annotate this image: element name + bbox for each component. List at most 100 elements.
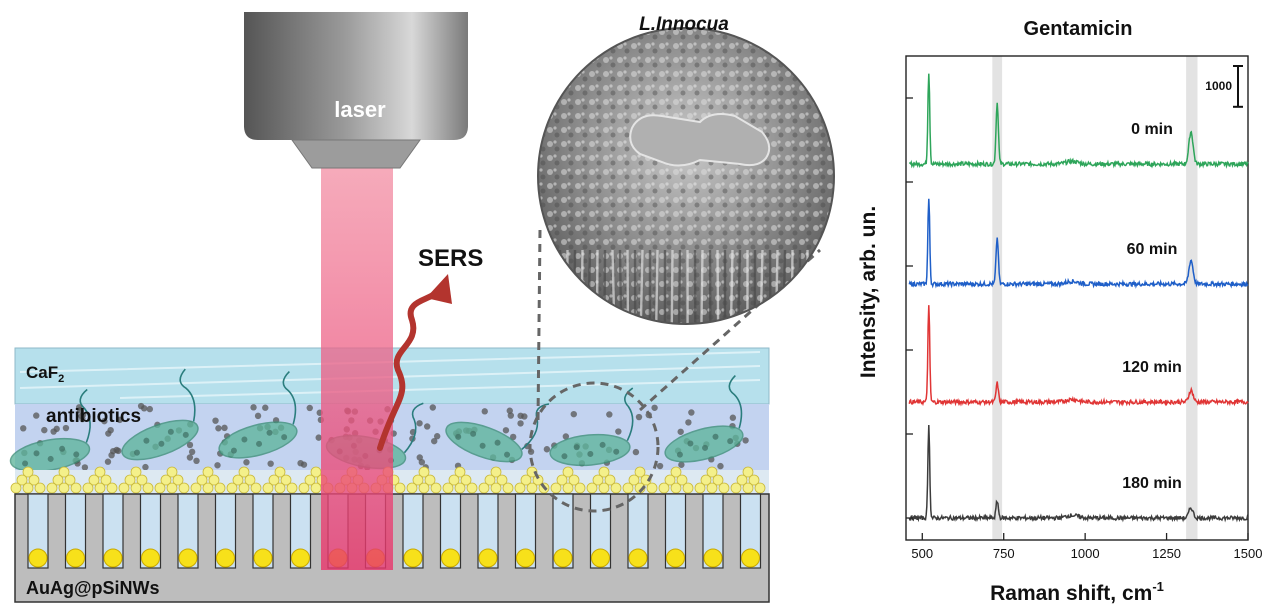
gold-nanoparticle: [28, 548, 48, 568]
bacterium: [549, 387, 634, 467]
antibiotic-molecule: [104, 458, 112, 465]
antibiotic-molecule: [481, 408, 488, 415]
x-tick-label: 1000: [1071, 546, 1100, 561]
gold-nanoparticle: [628, 548, 648, 568]
series-line: [908, 424, 1249, 523]
antibiotic-molecule: [562, 433, 570, 440]
antibiotic-molecule: [688, 409, 695, 416]
nanoparticle-cluster: [694, 466, 730, 494]
nanowire-gap: [477, 493, 499, 569]
nanoparticle-cluster: [10, 466, 46, 494]
chart-title: Gentamicin: [1024, 18, 1133, 40]
gold-nanoparticle: [478, 548, 498, 568]
scale-bar-label: 1000: [1205, 79, 1232, 93]
antibiotic-molecule: [53, 425, 60, 433]
antibiotic-molecule: [137, 402, 145, 410]
antibiotic-molecule: [423, 423, 431, 430]
nanowire-gap: [739, 493, 762, 569]
antibiotic-molecule: [717, 462, 724, 470]
antibiotic-molecule: [729, 414, 737, 421]
nanowire-gap: [27, 493, 49, 569]
y-axis-label: Intensity, arb. un.: [857, 206, 880, 378]
antibiotic-molecule: [418, 458, 426, 466]
nanoparticle-cluster: [442, 466, 478, 494]
nanoparticle-cluster: [82, 466, 118, 494]
antibiotic-molecule: [62, 424, 70, 432]
antibiotic-molecule: [186, 441, 194, 449]
x-tick-label: 500: [911, 546, 933, 561]
series-label: 120 min: [1122, 359, 1182, 376]
scale-bar: 1000: [1205, 65, 1243, 108]
nanowire-gap: [664, 493, 687, 569]
antibiotic-molecule: [41, 426, 48, 434]
antibiotic-molecule: [297, 459, 304, 467]
nanowire-gap: [252, 493, 274, 569]
nanowire-gap: [64, 493, 87, 569]
plot-frame: [905, 55, 1249, 541]
gold-nanoparticle: [516, 548, 535, 568]
antibiotic-molecule: [416, 420, 423, 427]
antibiotic-molecule: [306, 404, 313, 412]
gold-nanoparticle: [703, 548, 723, 568]
highlight-band: [1186, 56, 1198, 540]
antibiotic-molecule: [632, 448, 640, 456]
antibiotic-molecule: [509, 433, 517, 441]
bacterium: [9, 388, 91, 473]
gold-nanoparticle: [291, 548, 310, 568]
gold-nanoparticle: [216, 548, 235, 568]
antibiotic-molecule: [685, 419, 692, 426]
antibiotic-molecule: [543, 446, 551, 453]
antibiotic-molecule: [315, 434, 322, 441]
antibiotic-molecule: [651, 404, 658, 411]
antibiotic-molecule: [433, 433, 441, 440]
nanoparticle-cluster: [658, 466, 694, 494]
gold-nanoparticle: [441, 548, 460, 568]
bacterium: [664, 374, 744, 463]
antibiotic-molecule: [33, 412, 40, 419]
antibiotic-molecule: [113, 446, 120, 454]
magnifier-circle: [528, 381, 660, 513]
antibiotic-molecule: [677, 428, 684, 435]
antibiotic-molecule: [635, 413, 643, 421]
magnifier-line-left: [536, 229, 542, 421]
nanoparticle-cluster: [514, 466, 550, 494]
nanoparticle-cluster: [478, 466, 514, 494]
series-line: [908, 73, 1249, 169]
sem-image: [538, 28, 834, 324]
nanowire-gap: [102, 493, 124, 569]
antibiotic-molecule: [656, 462, 664, 470]
antibiotic-molecule: [212, 417, 219, 424]
highlight-band: [992, 56, 1003, 540]
antibiotic-molecule: [517, 420, 524, 427]
antibiotic-molecule: [507, 412, 515, 419]
nanowire-gap: [702, 493, 724, 569]
antibiotic-molecule: [431, 437, 438, 445]
antibiotic-molecule: [76, 407, 84, 414]
nanowire-gap: [139, 493, 162, 569]
x-axis-label: Raman shift, cm-1: [990, 579, 1164, 605]
series-label: 0 min: [1131, 121, 1173, 138]
series-label: 180 min: [1122, 475, 1182, 492]
bacterium-sem: [629, 113, 771, 167]
x-tick-label: 1500: [1234, 546, 1263, 561]
nanoparticle-cluster: [550, 466, 586, 494]
microscope-objective: laser: [244, 12, 468, 169]
antibiotic-molecule: [188, 448, 196, 456]
gold-nanoparticle: [591, 548, 610, 568]
bacterium: [121, 368, 199, 461]
antibiotic-molecule: [678, 461, 685, 468]
antibiotic-molecule: [615, 428, 622, 435]
nanoparticle-cluster: [190, 466, 226, 494]
antibiotics-label: antibiotics: [46, 406, 141, 427]
nanowire-gap: [402, 493, 424, 569]
gold-nanoparticle: [553, 548, 573, 568]
antibiotic-molecule: [250, 404, 257, 411]
antibiotic-molecule: [186, 454, 194, 461]
antibiotic-molecule: [742, 437, 749, 444]
nanowire-gap: [177, 493, 199, 569]
nanoparticle-clusters: [10, 466, 766, 494]
gold-nanoparticle: [103, 548, 123, 568]
nanoparticle-cluster: [46, 466, 82, 494]
nanoparticle-cluster: [154, 466, 190, 494]
